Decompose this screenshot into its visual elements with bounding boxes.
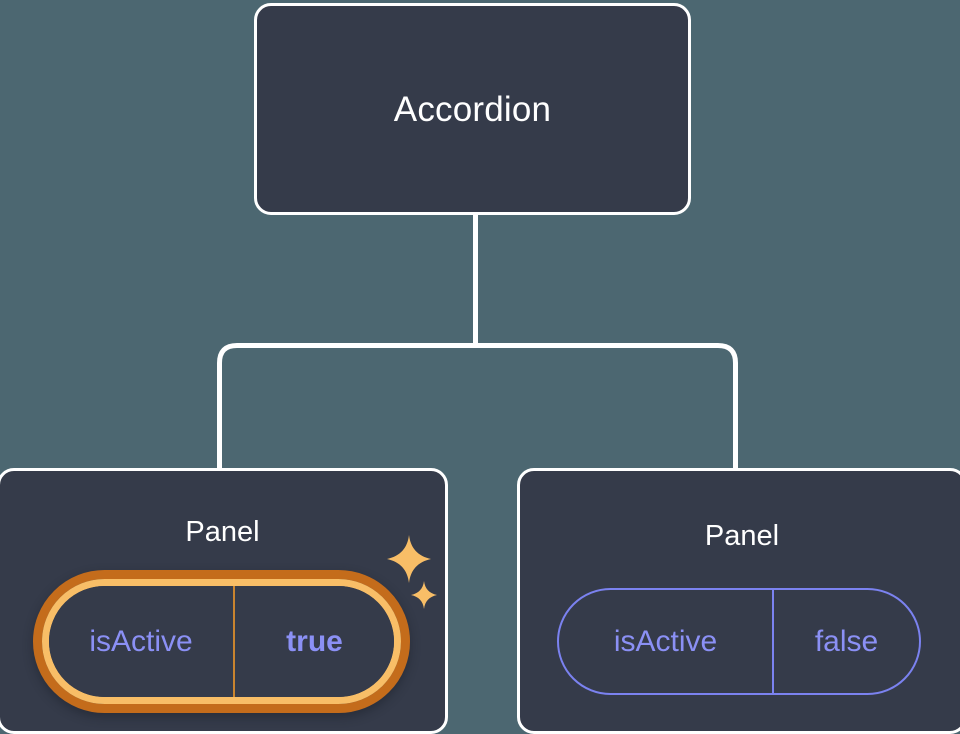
prop-pill-normal[interactable]: isActive false xyxy=(557,588,921,695)
prop-key: isActive xyxy=(49,586,235,697)
node-panel-right-title: Panel xyxy=(704,520,780,552)
prop-key: isActive xyxy=(559,590,774,693)
prop-pill-body: isActive true xyxy=(49,586,394,697)
connector-branch-bar xyxy=(217,343,738,474)
highlight-ring-inner xyxy=(42,579,401,704)
node-accordion-title: Accordion xyxy=(393,89,552,129)
highlight-ring-outer xyxy=(33,570,410,713)
prop-pill-highlighted[interactable]: isActive true xyxy=(33,570,410,713)
node-panel-left-title: Panel xyxy=(185,516,260,548)
node-accordion[interactable]: Accordion xyxy=(254,3,691,215)
prop-value: true xyxy=(286,624,343,658)
prop-value: false xyxy=(814,624,879,658)
